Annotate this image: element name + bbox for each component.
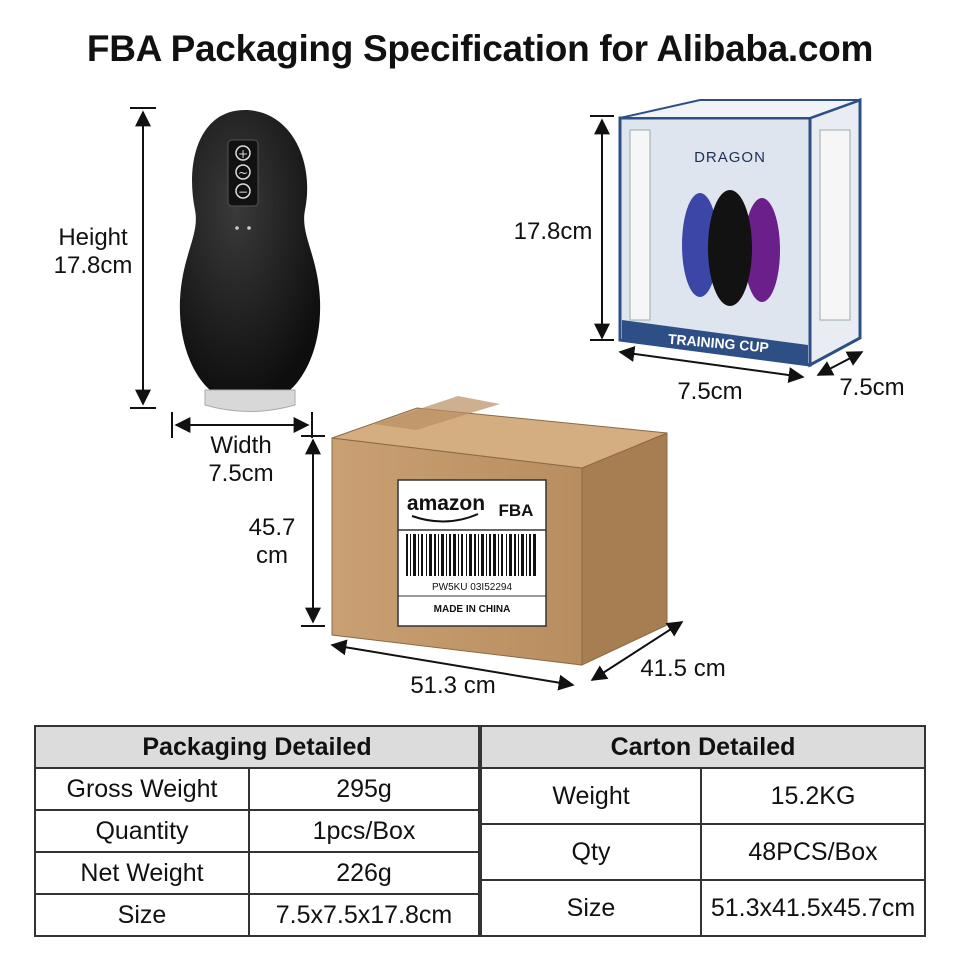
mode-button-label: ~ [238, 166, 248, 180]
carton-depth-label: 41.5 cm [640, 655, 726, 682]
product-device: + ~ − [179, 110, 321, 412]
retail-box: DRAGON TRAINING CUP [618, 97, 862, 368]
illustration: + ~ − DRAGON TRAINING CUP [130, 97, 864, 691]
row-value: 1pcs/Box [248, 809, 480, 853]
barcode [406, 534, 536, 576]
row-label: Size [480, 879, 702, 937]
carton-depth-arrow [590, 621, 684, 681]
row-label: Net Weight [34, 851, 250, 895]
table-row: Qty 48PCS/Box [480, 823, 926, 881]
shipping-carton: amazon FBA PW5KU 03I52294 MADE IN CHINA [331, 396, 668, 666]
page-title: FBA Packaging Specification for Alibaba.… [86, 28, 874, 69]
fba-text: FBA [499, 501, 534, 520]
wave-icon [235, 164, 251, 180]
row-value: 226g [248, 851, 480, 895]
row-value: 295g [248, 767, 480, 811]
amazon-logo: amazon [407, 492, 485, 515]
spec-tables: Packaging Detailed Gross Weight 295g Qua… [34, 725, 926, 937]
row-label: Gross Weight [34, 767, 250, 811]
retail-box-brand: DRAGON [694, 149, 766, 166]
plus-button-label: + [238, 147, 248, 161]
row-value: 48PCS/Box [700, 823, 926, 881]
row-value: 51.3x41.5x45.7cm [700, 879, 926, 937]
row-label: Quantity [34, 809, 250, 853]
row-value: 15.2KG [700, 767, 926, 825]
carton-length-label: 51.3 cm [410, 672, 496, 699]
table-row: Weight 15.2KG [480, 767, 926, 825]
minus-icon [235, 183, 251, 199]
row-value: 7.5x7.5x17.8cm [248, 893, 480, 937]
box-width-arrow [618, 346, 805, 383]
table-row: Size 51.3x41.5x45.7cm [480, 879, 926, 937]
carton-length-arrow [330, 639, 575, 691]
row-label: Qty [480, 823, 702, 881]
box-depth-label: 7.5cm [839, 374, 905, 401]
made-in-text: MADE IN CHINA [434, 604, 511, 615]
packaging-table-header: Packaging Detailed [34, 725, 480, 769]
table-row: Quantity 1pcs/Box [34, 809, 480, 853]
carton-table-header: Carton Detailed [480, 725, 926, 769]
box-depth-arrow [816, 351, 864, 376]
carton-table: Carton Detailed Weight 15.2KG Qty 48PCS/… [480, 725, 926, 937]
table-row: Net Weight 226g [34, 851, 480, 895]
row-label: Size [34, 893, 250, 937]
row-label: Weight [480, 767, 702, 825]
table-row: Size 7.5x7.5x17.8cm [34, 893, 480, 937]
box-height-label: 17.8cm [513, 218, 593, 245]
plus-icon [235, 145, 251, 161]
table-row: Gross Weight 295g [34, 767, 480, 811]
barcode-number: PW5KU 03I52294 [432, 582, 512, 593]
packaging-table: Packaging Detailed Gross Weight 295g Qua… [34, 725, 480, 937]
minus-button-label: − [238, 185, 248, 199]
box-width-label: 7.5cm [677, 378, 743, 405]
